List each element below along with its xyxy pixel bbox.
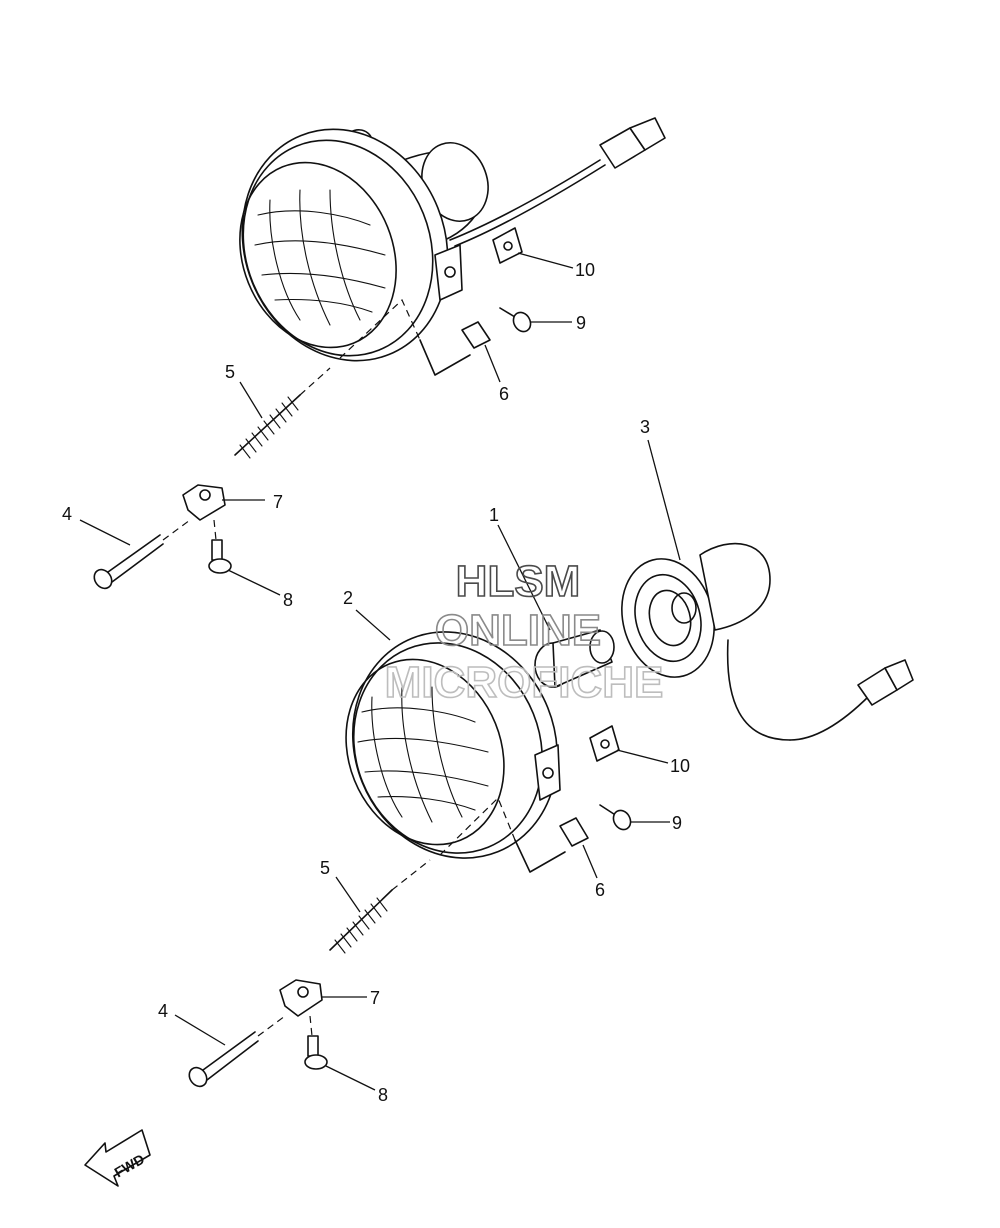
bracket-lower (279, 979, 323, 1017)
callout-labels: 10 9 6 5 7 4 8 1 2 3 10 9 6 5 7 4 8 (62, 260, 690, 1105)
clip-nut-upper (492, 227, 523, 264)
watermark: HLSM ONLINE MICROFICHE (384, 556, 664, 708)
callout-5-lower: 5 (320, 858, 330, 878)
spring-lower (329, 859, 431, 954)
lens-pattern-upper (254, 189, 386, 326)
callout-3: 3 (640, 417, 650, 437)
callout-2: 2 (343, 588, 353, 608)
leader-lines (79, 252, 681, 1091)
lens-pattern-lower (357, 686, 489, 823)
bulb-socket (621, 542, 914, 741)
clip-nut-lower (589, 725, 620, 762)
spring-upper (234, 367, 331, 459)
headlight-assembly-lower (345, 631, 566, 873)
callout-7-upper: 7 (273, 492, 283, 512)
square-nut-lower (559, 817, 589, 847)
callout-1: 1 (489, 505, 499, 525)
bolt-lower (304, 1015, 328, 1070)
callout-10-lower: 10 (670, 756, 690, 776)
square-nut-upper (461, 321, 491, 349)
bulb (534, 629, 615, 688)
callout-9-lower: 9 (672, 813, 682, 833)
callout-7-lower: 7 (370, 988, 380, 1008)
screw-upper (499, 307, 532, 333)
callout-8-upper: 8 (283, 590, 293, 610)
callout-8-lower: 8 (378, 1085, 388, 1105)
bolt-upper (208, 519, 232, 574)
callout-5-upper: 5 (225, 362, 235, 382)
watermark-line-1: HLSM (456, 557, 581, 606)
callout-6-upper: 6 (499, 384, 509, 404)
adjust-screw-upper (93, 519, 191, 590)
callout-4-upper: 4 (62, 504, 72, 524)
watermark-line-2: ONLINE (435, 606, 601, 655)
connector-upper (599, 117, 666, 169)
watermark-line-3: MICROFICHE (385, 658, 664, 707)
adjust-screw-lower (188, 1015, 286, 1088)
callout-4-lower: 4 (158, 1001, 168, 1021)
fwd-direction-arrow: FWD (84, 1129, 151, 1187)
callout-6-lower: 6 (595, 880, 605, 900)
callout-10-upper: 10 (575, 260, 595, 280)
bracket-upper (182, 484, 226, 521)
screw-lower (599, 804, 632, 831)
headlight-assembly-upper (239, 117, 666, 376)
callout-9-upper: 9 (576, 313, 586, 333)
